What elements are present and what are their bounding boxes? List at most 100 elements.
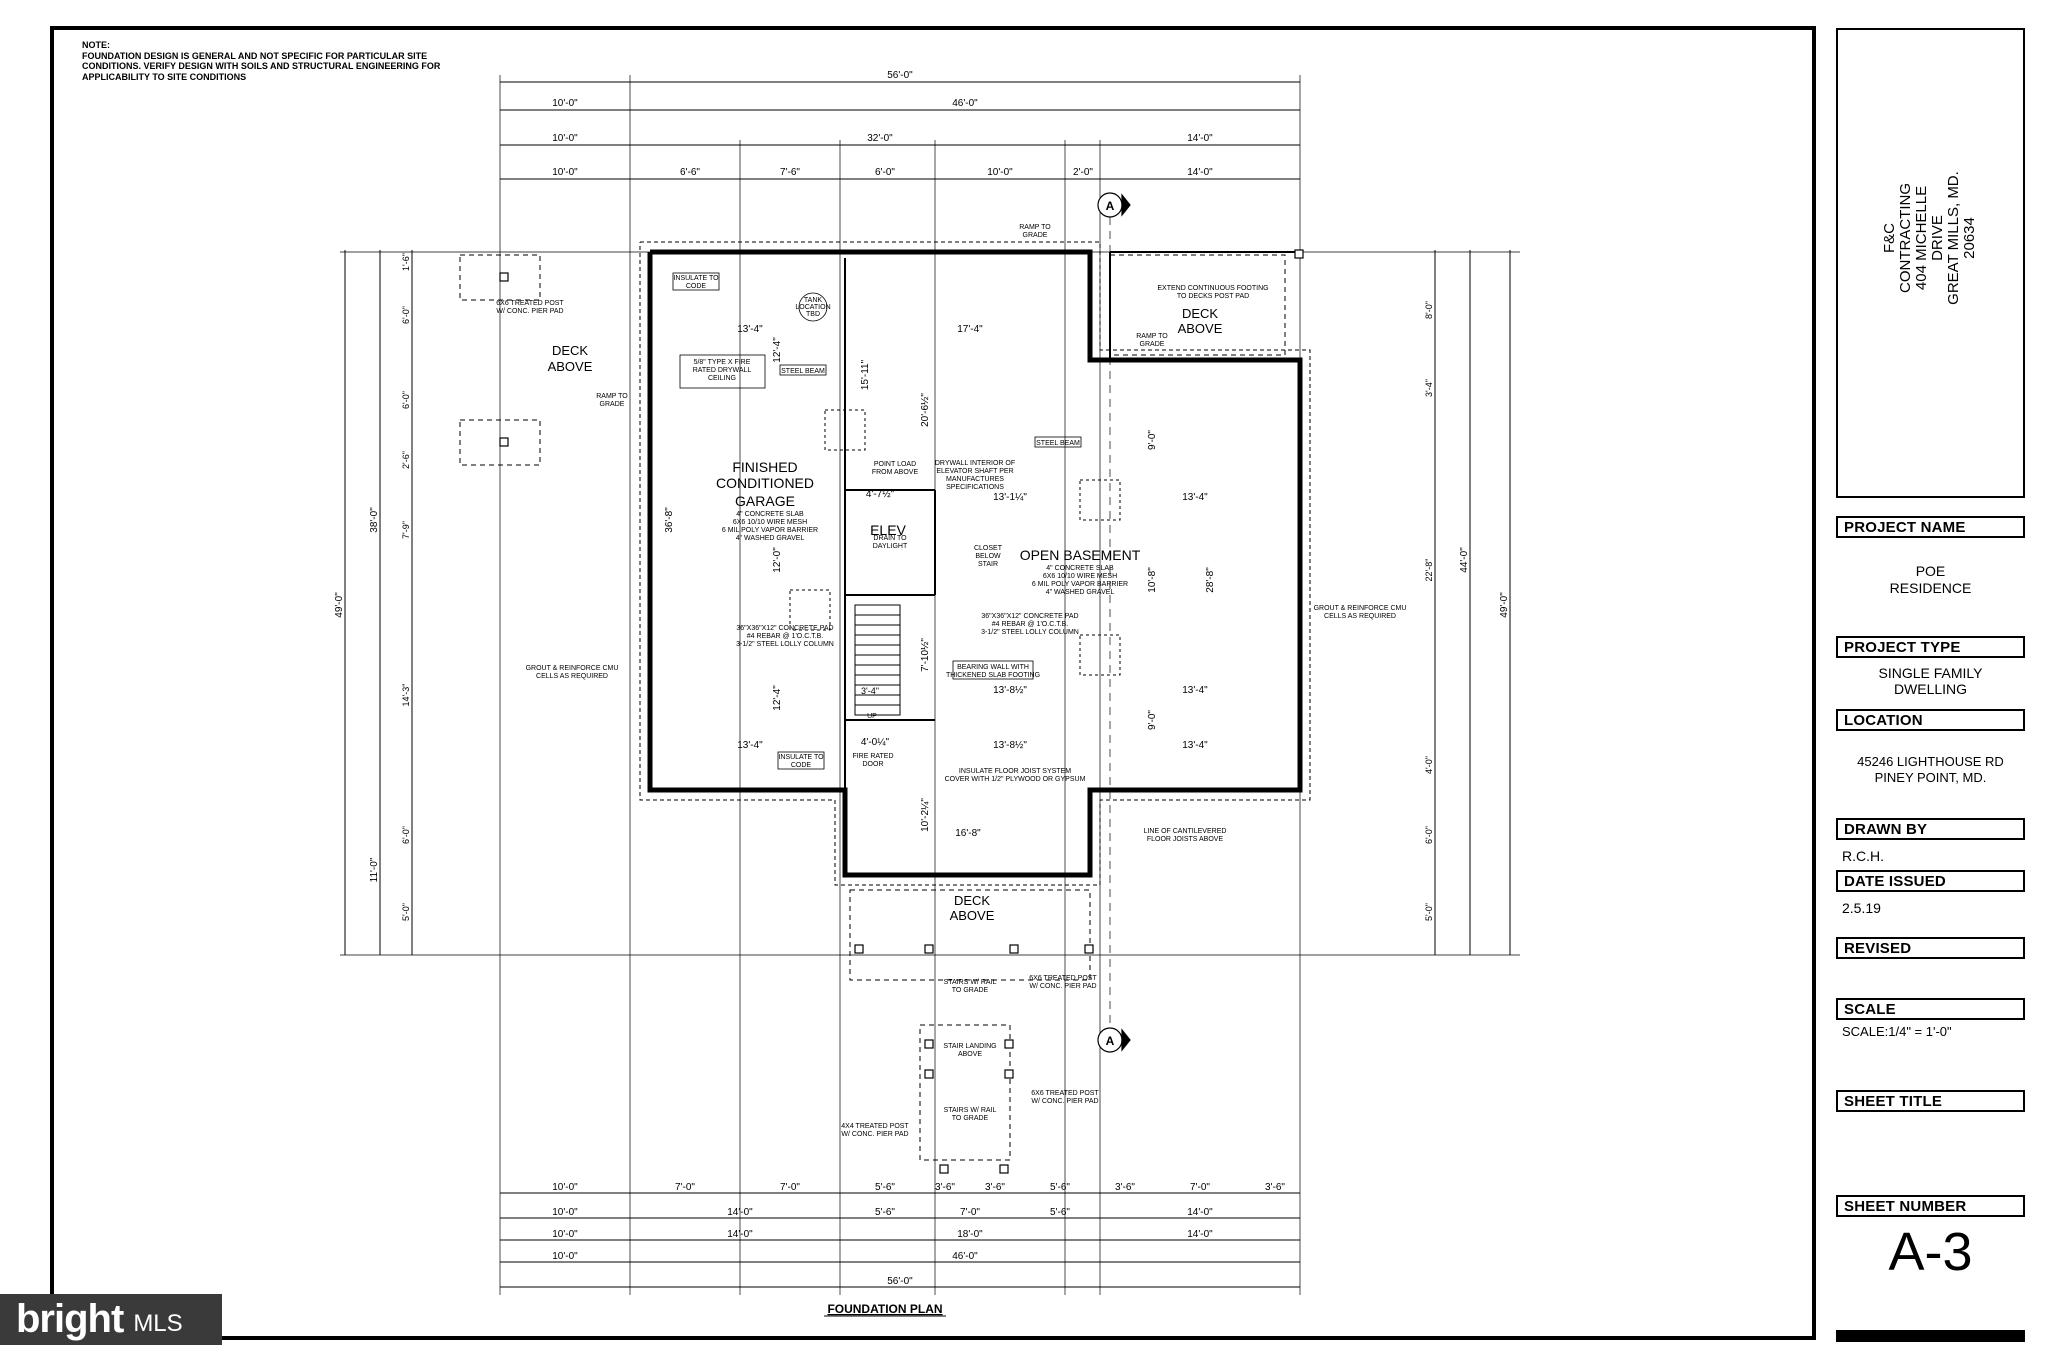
drain-1: DRAIN TO [873,535,907,542]
location-label: LOCATION [1836,709,2025,731]
location-2: PINEY POINT, MD. [1874,770,1987,785]
up-label: UP [867,713,877,720]
ramp-top-1: RAMP TO [1019,224,1051,231]
dim-left-outer: 49'-0" [334,592,345,618]
ramp-right-2: GRADE [1140,341,1165,348]
company-name: F&C CONTRACTING [1881,183,1914,293]
dim-bot-r1-8: 7'-0" [1190,1182,1210,1193]
dim-left-inner-1: 6'-0" [401,306,411,324]
dim-int-19: 7'-10½" [920,638,931,672]
tank-2: LOCATION [795,304,830,311]
dim-bot-r2-3: 7'-0" [960,1207,980,1218]
project-type-label: PROJECT TYPE [1836,636,2025,658]
dim-top-r4-6: 14'-0" [1187,167,1213,178]
drywall-3: CEILING [708,375,736,382]
dim-int-18: 13'-4" [1182,740,1208,751]
cantilever-1: LINE OF CANTILEVERED [1144,828,1227,835]
watermark-suffix: MLS [133,1309,183,1337]
dim-int-9: 13'-1¼" [993,491,1027,503]
dim-bot-r1-5: 3'-6" [985,1182,1005,1193]
garage-note-3: 4" WASHED GRAVEL [736,535,805,542]
basement-stairs [854,604,901,716]
dim-bot-r2-5: 14'-0" [1187,1207,1213,1218]
dim-left-mid-1: 11'-0" [369,857,380,882]
pad-right-1: 36"X36"X12" CONCRETE PAD [981,613,1078,620]
dim-top-total: 56'-0" [887,70,913,81]
dim-int-17: 13'-8½" [993,740,1027,751]
company-box [1836,28,2025,498]
dim-right-inner-1: 3'-4" [1424,379,1434,397]
garage-note-0: 4" CONCRETE SLAB [736,511,804,518]
insulate-bot-2: CODE [791,762,812,769]
sheet-number-label: SHEET NUMBER [1836,1195,2025,1217]
dim-left-inner-0: 1'-6" [401,253,411,271]
concrete-pads [789,409,1121,676]
dim-int-2: 15'-11" [860,359,871,390]
dim-top-r2-1: 46'-0" [952,98,978,109]
grout-left-2: CELLS AS REQUIRED [536,673,608,680]
dim-int-14: 9'-0" [1147,710,1158,730]
bearing-wall-1: BEARING WALL WITH [957,664,1029,671]
drywall-2: RATED DRYWALL [693,367,752,374]
insulate-top-1: INSULATE TO [673,275,719,282]
drain-2: DAYLIGHT [873,543,908,550]
dim-left-inner-7: 5'-0" [401,903,411,921]
post-6x6-a1: 6X6 TREATED POST [1029,975,1097,982]
dim-bot-total: 56'-0" [887,1276,913,1287]
interior-walls [844,258,936,790]
dim-bot-r4-1: 46'-0" [952,1251,978,1262]
room-garage-line1: FINISHED [732,459,797,475]
post-4x4-2: W/ CONC. PIER PAD [841,1131,908,1138]
dim-int-20: 4'-7½" [866,489,895,500]
sheet-border [50,26,1816,1340]
grout-right-1: GROUT & REINFORCE CMU [1314,605,1407,612]
dim-top-r4-1: 6'-6" [680,167,700,178]
section-markers [1097,192,1131,1053]
drawn-by-label: DRAWN BY [1836,818,2025,840]
basement-note-2: 6 MIL POLY VAPOR BARRIER [1032,581,1128,588]
dim-left-inner-2: 6'-0" [401,391,411,409]
dimension-lines [344,81,1511,1288]
deck-left-1: DECK [552,343,588,358]
dim-right-inner-5: 5'-0" [1424,903,1434,921]
bright-mls-watermark: bright MLS [0,1294,222,1345]
general-note: NOTE: FOUNDATION DESIGN IS GENERAL AND N… [82,40,502,82]
drywall-elev-2: ELEVATOR SHAFT PER [936,468,1013,475]
basement-note-0: 4" CONCRETE SLAB [1046,565,1114,572]
dim-bot-r1-6: 5'-6" [1050,1182,1070,1193]
dim-int-21: 4'-0¼" [861,736,890,748]
dim-int-4: 20'-6½" [920,393,931,427]
dim-right-inner-2: 22'-8" [1424,559,1434,582]
note-line-3: APPLICABILITY TO SITE CONDITIONS [82,71,247,82]
deck-outlines [459,254,1286,1161]
deck-bottom-1: DECK [954,893,990,908]
extend-footing-2: TO DECKS POST PAD [1177,293,1249,300]
dim-bot-r1-1: 7'-0" [675,1182,695,1193]
cantilever-2: FLOOR JOISTS ABOVE [1147,836,1224,843]
dim-left-mid-0: 38'-0" [369,507,380,533]
company-info: F&C CONTRACTING 404 MICHELLE DRIVE GREAT… [1881,168,1978,308]
deck-bottom-2: ABOVE [950,908,995,923]
section-a-bottom: A [1106,1034,1115,1048]
pad-left-3: 3-1/2" STEEL LOLLY COLUMN [736,641,834,648]
room-garage-line2: CONDITIONED [716,475,814,491]
dim-bot-r2-4: 5'-6" [1050,1207,1070,1218]
dim-bot-r2-2: 5'-6" [875,1207,895,1218]
post-6x6-a2: W/ CONC. PIER PAD [1029,983,1096,990]
dim-int-7: 12'-4" [772,685,783,711]
garage-note-1: 6X6 10/10 WIRE MESH [733,519,807,526]
stairs-rail-1b: TO GRADE [952,987,989,994]
stair-landing-2: ABOVE [958,1051,982,1058]
ramp-left-1: RAMP TO [596,393,628,400]
location-1: 45246 LIGHTHOUSE RD [1857,754,2004,769]
ramp-left-2: GRADE [600,401,625,408]
company-address: 404 MICHELLE DRIVE [1913,185,1946,291]
stairs-rail-2a: STAIRS W/ RAIL [944,1107,997,1114]
ramp-right-1: RAMP TO [1136,333,1168,340]
project-type-2: DWELLING [1893,681,1968,697]
dim-int-10: 13'-4" [1182,492,1208,503]
scale-value: SCALE:1/4" = 1'-0" [1842,1024,1952,1039]
point-load-2: FROM ABOVE [872,469,919,476]
extend-footing-1: EXTEND CONTINUOUS FOOTING [1157,285,1268,292]
pad-left-2: #4 REBAR @ 1'O.C.T.B. [747,633,824,640]
